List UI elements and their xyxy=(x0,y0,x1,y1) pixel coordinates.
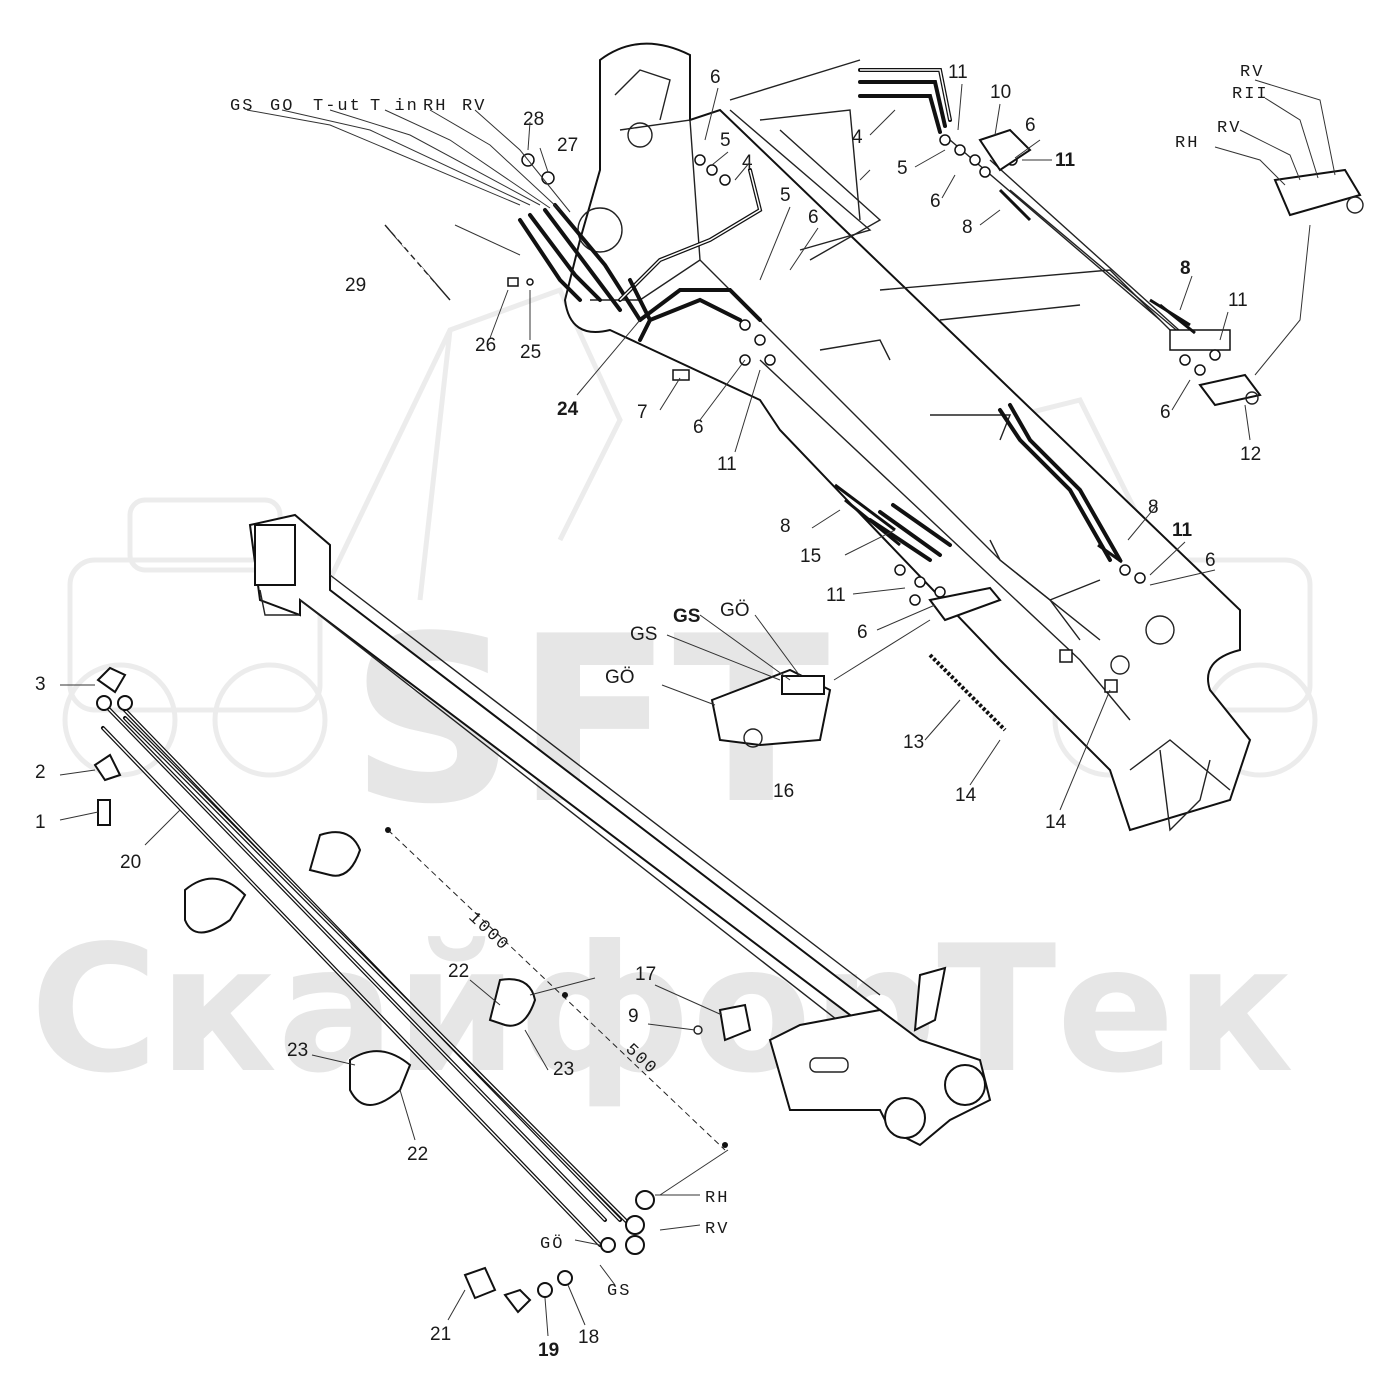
callout-20: 20 xyxy=(120,852,141,873)
small-parts-left xyxy=(93,666,133,826)
part-callouts: 1 2 3 4 4 5 5 5 6 6 6 6 6 6 6 6 7 8 8 8 … xyxy=(35,62,1261,1361)
callout-24: 24 xyxy=(557,399,579,420)
callout-14: 14 xyxy=(1045,812,1067,833)
port-rii: RII xyxy=(1232,85,1269,104)
callout-17: 17 xyxy=(635,964,656,985)
connector-block-12 xyxy=(1198,373,1262,407)
port-labels-hose-ends: RH RV GÖ GS xyxy=(540,1189,729,1301)
callout-13: 13 xyxy=(903,732,924,753)
callout-2: 2 xyxy=(35,762,46,783)
port-gs: GS xyxy=(607,1282,631,1301)
callout-12: 12 xyxy=(1240,444,1261,465)
callout-1: 1 xyxy=(35,812,46,833)
callout-8: 8 xyxy=(1148,497,1159,518)
callout-25: 25 xyxy=(520,342,541,363)
callout-4: 4 xyxy=(852,127,863,148)
port-rv: RV xyxy=(462,97,486,116)
callout-8: 8 xyxy=(1180,258,1191,279)
leader-lines xyxy=(59,79,1336,1286)
callout-18: 18 xyxy=(578,1327,599,1348)
callout-5: 5 xyxy=(720,130,731,151)
callout-23: 23 xyxy=(287,1040,308,1061)
connector-block-10 xyxy=(978,128,1032,172)
callout-29: 29 xyxy=(345,275,366,296)
callout-23: 23 xyxy=(553,1059,574,1080)
callout-19: 19 xyxy=(538,1340,559,1361)
port-go: GO xyxy=(270,97,294,116)
callout-26: 26 xyxy=(475,335,496,356)
callout-11: 11 xyxy=(1172,520,1193,541)
callout-7: 7 xyxy=(637,402,648,423)
pipe-routing xyxy=(729,59,1201,641)
callout-6: 6 xyxy=(1160,402,1171,423)
bracket-17 xyxy=(693,1003,752,1042)
port-go-2: GÖ xyxy=(605,667,635,688)
callout-6: 6 xyxy=(808,207,819,228)
callout-8: 8 xyxy=(962,217,973,238)
watermark-brand: СкайфорТек xyxy=(30,909,1294,1112)
callout-28: 28 xyxy=(523,109,544,130)
callout-6: 6 xyxy=(710,67,721,88)
callout-8: 8 xyxy=(780,516,791,537)
port-t-ut: T-ut xyxy=(313,97,362,116)
callout-6: 6 xyxy=(930,191,941,212)
callout-5: 5 xyxy=(780,185,791,206)
port-rh: RH xyxy=(705,1189,729,1208)
callout-10: 10 xyxy=(990,82,1011,103)
port-rh: RH xyxy=(423,97,447,116)
callout-6: 6 xyxy=(693,417,704,438)
rods-8 xyxy=(834,188,1196,564)
port-labels-top-left: GS GO T-ut T in RH RV xyxy=(230,97,486,116)
callout-14: 14 xyxy=(955,785,977,806)
callout-4: 4 xyxy=(742,152,753,173)
port-labels-top-right: RV RII RV RH xyxy=(1175,63,1269,153)
clamps xyxy=(184,831,537,1106)
port-go-1: GÖ xyxy=(720,600,750,621)
callout-11: 11 xyxy=(826,585,846,606)
hoses-15 xyxy=(868,503,952,562)
port-gs: GS xyxy=(230,97,254,116)
callout-27: 27 xyxy=(557,135,578,156)
clamp-strip-29 xyxy=(384,224,451,301)
callout-11: 11 xyxy=(1055,150,1076,171)
callout-3: 3 xyxy=(35,674,46,695)
callout-6: 6 xyxy=(1205,550,1216,571)
port-rv: RV xyxy=(705,1220,729,1239)
port-go: GÖ xyxy=(540,1234,564,1254)
callout-leaders xyxy=(311,83,1251,1337)
port-rv-1: RV xyxy=(1240,63,1264,82)
callout-11: 11 xyxy=(717,454,737,475)
port-rv-2: RV xyxy=(1217,119,1241,138)
callout-9: 9 xyxy=(628,1006,639,1027)
quick-coupler-16 xyxy=(710,668,832,748)
callout-11: 11 xyxy=(1228,290,1248,311)
callout-22: 22 xyxy=(407,1144,428,1165)
callout-6: 6 xyxy=(857,622,868,643)
callout-21: 21 xyxy=(430,1324,451,1345)
fittings xyxy=(507,134,1231,693)
hose-bundle xyxy=(518,168,763,342)
port-gs-2: GS xyxy=(673,606,700,627)
callout-16: 16 xyxy=(773,781,794,802)
port-rh: RH xyxy=(1175,134,1199,153)
hose-set-20 xyxy=(101,703,655,1255)
dipper-arm xyxy=(248,513,992,1147)
coupler-block-lower xyxy=(928,586,1002,622)
bolt-13 xyxy=(928,653,1007,732)
port-gs-1: GS xyxy=(630,624,657,645)
dimension-lines xyxy=(385,827,729,1196)
callout-6: 6 xyxy=(1025,115,1036,136)
port-t-in: T in xyxy=(370,97,419,116)
watermark: SFT СкайфорТек xyxy=(30,286,1318,1112)
port-labels-coupler: GS GS GÖ GÖ xyxy=(605,600,750,688)
callout-11: 11 xyxy=(948,62,968,83)
callout-15: 15 xyxy=(800,546,821,567)
callout-22: 22 xyxy=(448,961,469,982)
coupling-block-top-right xyxy=(1273,168,1364,217)
callout-5: 5 xyxy=(897,158,908,179)
fittings-bottom xyxy=(463,1266,573,1314)
